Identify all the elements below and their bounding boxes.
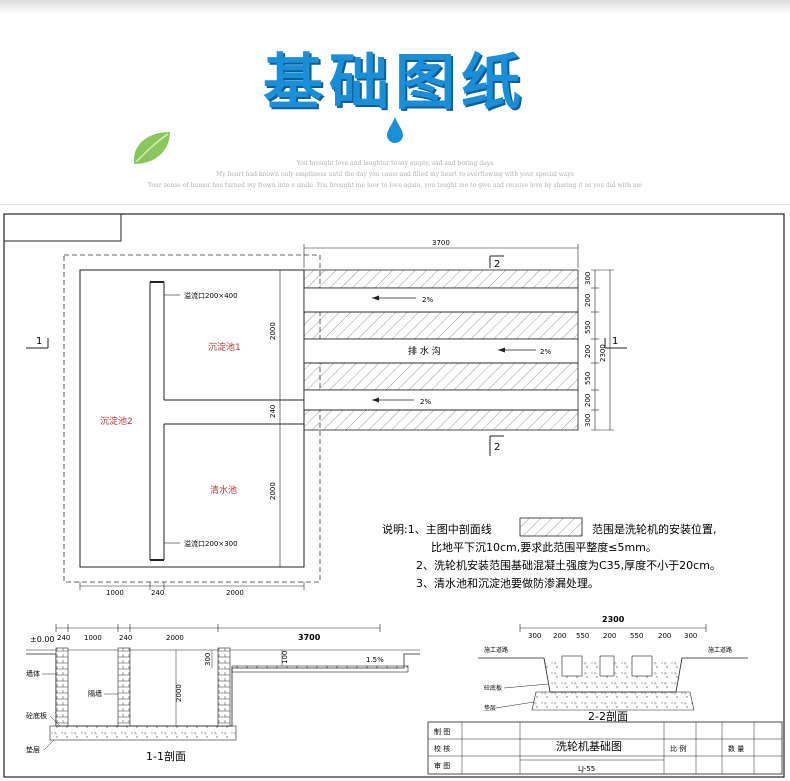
dim-200-c: 200 [584, 394, 592, 407]
note-1b: 范围是洗轮机的安装位置, [592, 522, 717, 536]
section-1-depth: 2000 [175, 684, 183, 702]
section-2-base-label: 垫层 [484, 704, 496, 712]
note-1a: 说明:1、主图中剖面线 [382, 522, 492, 536]
banner-divider [0, 204, 790, 205]
section-1-slab-label: 砼底板 [26, 711, 47, 720]
note-1c: 比地平下沉10cm,要求此范围平整度≤5mm。 [431, 540, 657, 554]
bottom-dimensions [79, 582, 305, 590]
section-1-slope: 1.5% [366, 656, 384, 664]
page-title: 基础图纸 [263, 48, 527, 118]
partition-label: 隔墙 [88, 689, 102, 698]
dim-300-b: 300 [584, 414, 592, 427]
section-1-dim-2000: 2000 [166, 634, 184, 642]
section-2-dim-200-c: 200 [658, 632, 671, 640]
sheet-corner-box [3, 213, 122, 242]
section-1-level: ±0.00 [30, 635, 55, 644]
slope-label-2: 2% [540, 348, 551, 356]
section-1-dim-100: 100 [281, 651, 289, 664]
dim-240: 240 [151, 589, 164, 597]
dim-2300: 2300 [599, 344, 607, 362]
section-2-dim-200-a: 200 [553, 632, 566, 640]
section-2-width: 2300 [602, 615, 625, 624]
tb-drawing-no: LJ-55 [578, 765, 595, 773]
bed-vertical-dimensions [591, 269, 614, 431]
tagline-1: You brought love and laughter to my empt… [296, 160, 494, 167]
clear-tank-dimension: 2000 [269, 482, 277, 500]
note-hatch-swatch [519, 517, 583, 537]
section-1-caption: 1-1剖面 [146, 749, 186, 763]
tb-quantity: 数 量 [728, 744, 744, 753]
dim-550-b: 550 [584, 372, 592, 385]
section-1-dim-240-b: 240 [119, 634, 132, 642]
dim-200-a: 200 [584, 294, 592, 307]
overflow-top-label: 溢流口200×400 [184, 291, 238, 300]
overall-width-dimension [303, 244, 579, 268]
tank-2-label: 沉淀池2 [100, 415, 133, 427]
section-1-label-right: 1 [612, 336, 618, 347]
section-2-dim-300-a: 300 [528, 632, 541, 640]
tagline-2: My heart had known only emptiness until … [216, 171, 574, 178]
dim-550-a: 550 [584, 321, 592, 334]
dim-1000: 1000 [106, 589, 124, 597]
section-1-dim-1000: 1000 [84, 634, 102, 642]
tank-1-dimension: 2000 [269, 322, 277, 340]
section-2-label-top: 2 [494, 259, 500, 270]
tb-drawing-name: 洗轮机基础图 [556, 739, 622, 753]
note-2: 2、洗轮机安装范围基础混凝土强度为C35,厚度不小于20cm。 [416, 558, 721, 572]
tank-1-label: 沉淀池1 [208, 341, 241, 353]
section-2-dim-550-b: 550 [630, 632, 643, 640]
tb-scale: 比 例 [670, 744, 686, 753]
title-block [427, 721, 783, 775]
clear-tank-label: 清水池 [210, 484, 237, 496]
tb-approved: 审 图 [434, 761, 450, 770]
road-label-left: 施工道路 [484, 646, 508, 654]
section-1-dim-240-a: 240 [57, 634, 70, 642]
foundation-drawing: 溢流口200×400 溢流口200×300 沉淀池2 沉淀池1 清水池 2000… [3, 213, 785, 778]
tb-checked: 校 核 [434, 744, 450, 753]
section-2-slab-label: 砼底板 [484, 684, 502, 692]
tagline-3: Your sense of humor has turned my frown … [148, 182, 642, 189]
water-drop-icon [387, 117, 403, 143]
slope-label-3: 2% [420, 398, 431, 406]
section-1-dim-300: 300 [204, 653, 212, 666]
section-2-2 [478, 624, 748, 711]
section-2-dim-550-a: 550 [576, 632, 589, 640]
section-1-label-left: 1 [36, 336, 42, 347]
section-2-dim-200-b: 200 [603, 632, 616, 640]
tank-vertical-dimensions [276, 269, 284, 568]
section-1-base-label: 垫层 [26, 745, 40, 754]
dim-300-a: 300 [584, 272, 592, 285]
partition-dimension: 240 [269, 405, 277, 418]
drain-label: 排 水 沟 [408, 345, 441, 357]
top-shade [0, 0, 790, 14]
overall-width-label: 3700 [432, 239, 450, 247]
slope-label-1: 2% [422, 296, 433, 304]
overflow-bottom-label: 溢流口200×300 [184, 539, 238, 548]
leaf-icon [133, 132, 170, 164]
section-2-label-bottom: 2 [494, 442, 500, 453]
section-1-dim-3700: 3700 [298, 633, 321, 642]
section-2-dim-300-b: 300 [684, 632, 697, 640]
dim-200-b: 200 [584, 345, 592, 358]
wall-label: 墙体 [26, 669, 40, 678]
section-2-caption: 2-2剖面 [588, 709, 628, 723]
wheel-washer-bed [303, 269, 579, 431]
dim-2000: 2000 [226, 589, 244, 597]
tb-drawn: 制 图 [434, 727, 450, 736]
note-3: 3、清水池和沉淀池要做防渗漏处理。 [416, 576, 599, 590]
section-1-1 [26, 624, 420, 741]
banner: 基础图纸 You brought love and laughter to my… [0, 0, 790, 210]
road-label-right: 施工道路 [708, 646, 732, 654]
